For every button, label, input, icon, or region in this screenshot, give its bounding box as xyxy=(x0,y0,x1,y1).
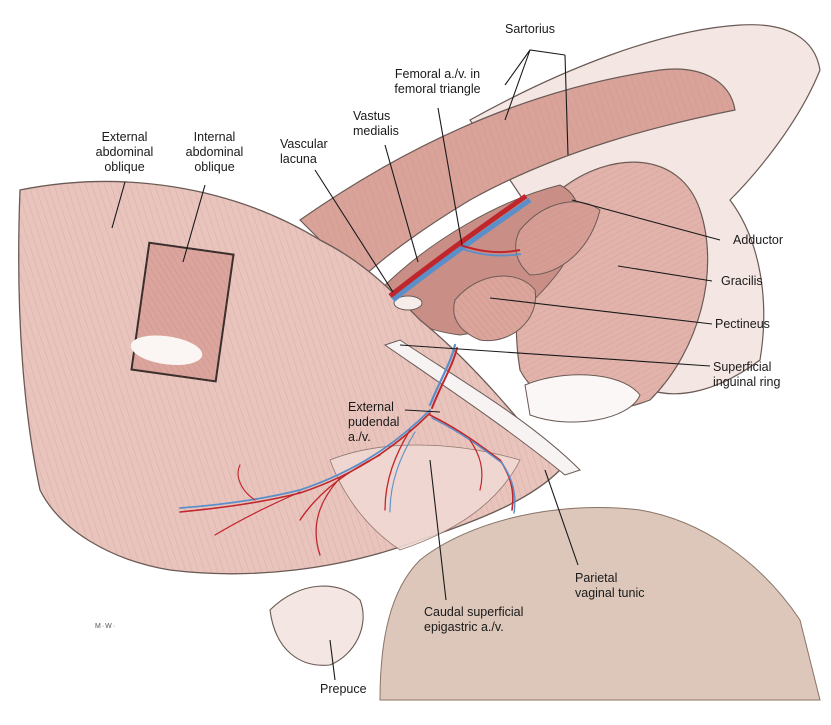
pudendal-branches xyxy=(179,343,516,556)
leader-sartorius xyxy=(504,49,569,156)
leader-tunic xyxy=(544,469,579,566)
leader-lines xyxy=(111,49,721,681)
leader-prepuce xyxy=(329,639,336,681)
label-pectineus: Pectineus xyxy=(715,317,770,331)
label-adductor: Adductor xyxy=(733,233,784,247)
leader-vastus xyxy=(384,144,419,263)
leader-epigastric xyxy=(429,459,447,601)
vaginal-tunic xyxy=(383,339,581,476)
label-external-pudendal: External pudendal a./v. xyxy=(348,400,400,444)
label-superficial-inguinal-ring: Superficial inguinal ring xyxy=(713,360,781,389)
label-femoral-vessels: Femoral a./v. in femoral triangle xyxy=(394,67,481,96)
label-caudal-superficial-epigastric: Caudal superficial epigastric a./v. xyxy=(424,605,524,634)
label-parietal-vaginal-tunic: Parietal vaginal tunic xyxy=(575,571,645,600)
label-vascular-lacuna: Vascular lacuna xyxy=(280,137,328,166)
leader-femoral xyxy=(437,107,463,246)
gracilis-tendon xyxy=(524,374,641,423)
leader-gracilis xyxy=(617,265,713,282)
leader-inguinal xyxy=(399,344,711,367)
label-prepuce: Prepuce xyxy=(320,682,367,696)
prepuce xyxy=(269,585,364,666)
background-tissue xyxy=(379,506,821,701)
leader-lacuna xyxy=(314,169,394,293)
leader-external-oblique xyxy=(111,181,126,229)
leader-pectineus xyxy=(489,297,713,325)
label-internal-abdominal-oblique: Internal abdominal oblique xyxy=(185,130,244,174)
leader-internal-oblique xyxy=(182,184,206,263)
aponeurosis xyxy=(329,444,521,551)
femoral-vein xyxy=(391,197,532,302)
vascular-lacuna-opening xyxy=(393,295,423,311)
leader-adductor xyxy=(571,199,721,241)
femoral-artery xyxy=(388,193,528,298)
artist-signature: M·W· xyxy=(95,623,117,630)
label-vastus-medialis: Vastus medialis xyxy=(353,109,399,138)
label-sartorius: Sartorius xyxy=(504,22,556,36)
label-gracilis: Gracilis xyxy=(721,274,763,288)
leader-pudendal xyxy=(404,409,441,413)
label-external-abdominal-oblique: External abdominal oblique xyxy=(95,130,154,174)
